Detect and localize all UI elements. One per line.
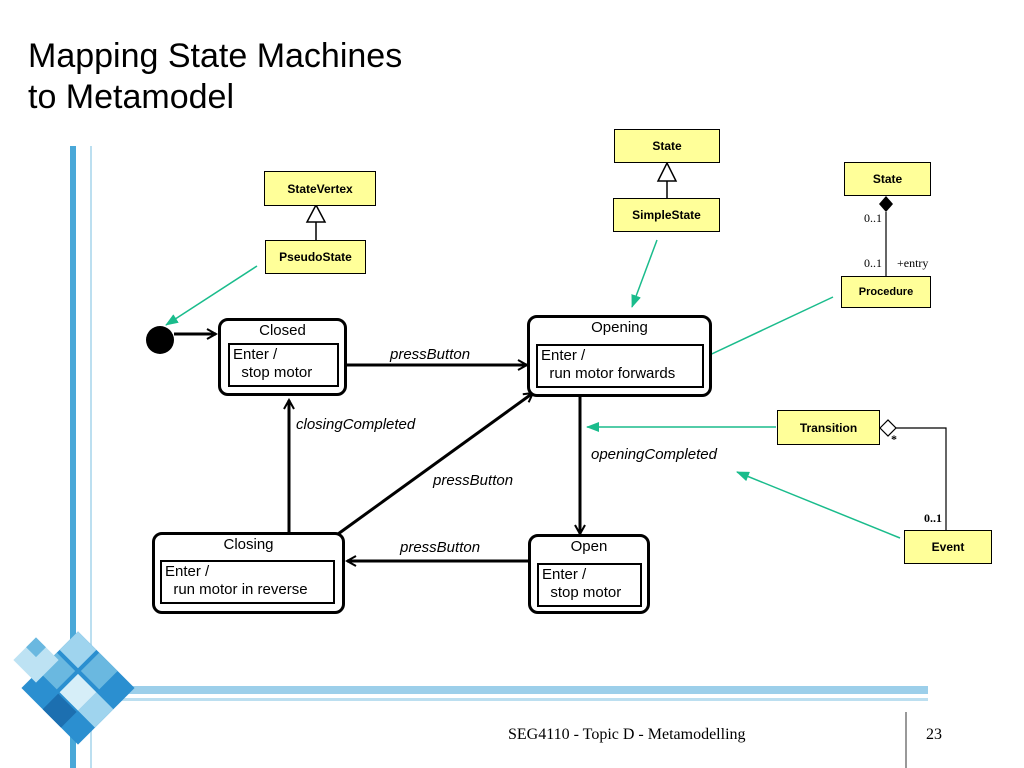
state-name: Closing — [223, 536, 274, 553]
initial-pseudostate — [146, 326, 174, 354]
state-opening: Opening Enter / run motor forwards — [527, 315, 712, 397]
multiplicity-transition-star: * — [891, 432, 897, 446]
title-line-2: to Metamodel — [28, 78, 234, 116]
label-closed-to-opening: pressButton — [390, 346, 471, 363]
state-entry-action: Enter / run motor forwards — [536, 344, 704, 388]
state-name: Closed — [259, 322, 306, 339]
state-entry-action: Enter / run motor in reverse — [160, 560, 335, 604]
composition-diamond — [879, 196, 893, 212]
pointer-event — [736, 471, 901, 539]
aggregation-line — [896, 427, 947, 530]
class-statevertex: StateVertex — [264, 171, 376, 206]
state-open: Open Enter / stop motor — [528, 534, 650, 614]
class-procedure: Procedure — [841, 276, 931, 308]
generalization-triangle-2 — [656, 161, 678, 182]
title-line-1: Mapping State Machines — [28, 37, 403, 75]
page-number: 23 — [926, 726, 942, 743]
class-transition: Transition — [777, 410, 880, 445]
multiplicity-procedure-end: 0..1 — [864, 256, 882, 270]
multiplicity-state-end: 0..1 — [864, 211, 882, 225]
label-closing-to-opening: pressButton — [433, 472, 514, 489]
transition-closing-opening — [337, 391, 533, 536]
label-closing-to-closed: closingCompleted — [296, 416, 416, 433]
state-closed: Closed Enter / stop motor — [218, 318, 347, 396]
state-entry-action: Enter / stop motor — [537, 563, 642, 607]
generalization-triangle-1 — [305, 203, 327, 223]
role-entry: +entry — [897, 256, 929, 270]
class-state-right: State — [844, 162, 931, 196]
label-open-to-closing: pressButton — [400, 539, 481, 556]
pointer-pseudostate — [165, 265, 258, 326]
slide-title: Mapping State Machines to Metamodel — [28, 36, 402, 118]
state-entry-action: Enter / stop motor — [228, 343, 339, 387]
class-pseudostate: PseudoState — [265, 240, 366, 274]
class-event: Event — [904, 530, 992, 564]
multiplicity-event-end: 0..1 — [924, 511, 942, 525]
footer-text: SEG4110 - Topic D - Metamodelling — [508, 726, 746, 743]
state-name: Open — [570, 538, 608, 555]
state-closing: Closing Enter / run motor in reverse — [152, 532, 345, 614]
class-simplestate: SimpleState — [613, 198, 720, 232]
class-state-top: State — [614, 129, 720, 163]
label-opening-to-open: openingCompleted — [591, 446, 717, 463]
state-name: Opening — [591, 319, 648, 336]
pointer-simplestate — [631, 239, 658, 308]
